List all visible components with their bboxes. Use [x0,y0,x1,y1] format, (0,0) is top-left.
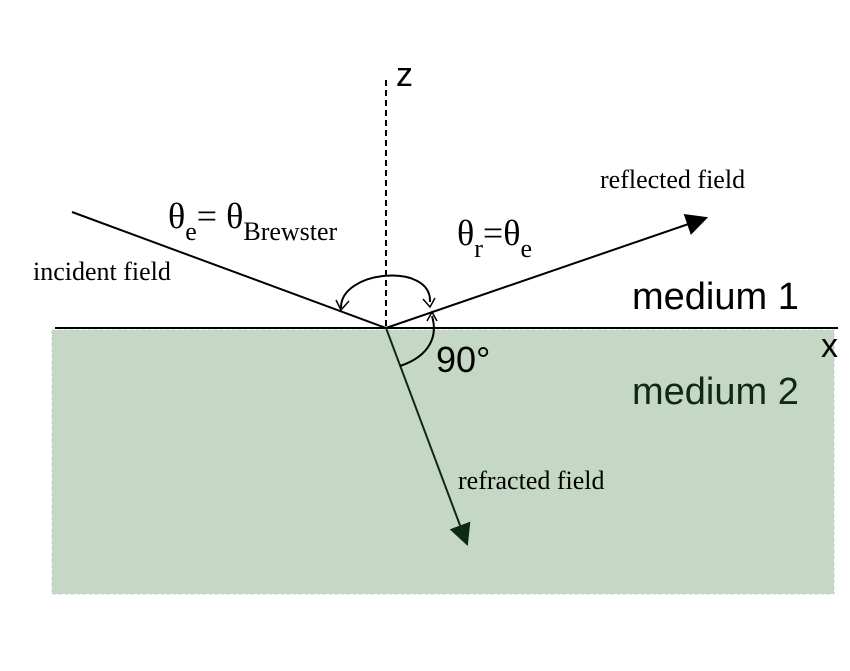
subscript-r: r [474,234,483,263]
refracted-ray [385,327,471,547]
reflected-angle-equation: θr=θe [457,213,532,263]
theta-symbol: θ [503,213,520,253]
reflected-ray [385,214,709,329]
incident-ray [71,211,387,329]
z-axis-label: z [396,56,413,94]
medium-2-region [51,329,835,595]
incident-field-label: incident field [33,257,171,286]
angle-arc-arrow-right [422,297,436,309]
right-angle-label: 90° [436,339,490,380]
angle-arc-incident-reflected [339,274,432,309]
right-angle-arc-arrow [426,310,438,322]
refracted-field-label: refracted field [458,466,605,495]
medium-1-label: medium 1 [632,276,799,318]
right-angle-arc [399,315,435,367]
angle-arc-arrow-left [335,299,350,312]
theta-symbol: θ [457,213,474,253]
incident-angle-equation: θe= θBrewster [168,196,338,246]
theta-symbol: θ [226,196,243,236]
subscript-brewster: Brewster [243,217,337,246]
subscript-e: e [185,217,197,246]
x-axis-label: x [821,327,838,365]
theta-symbol: θ [168,196,185,236]
subscript-e: e [520,234,532,263]
reflected-field-label: reflected field [600,165,745,194]
medium-2-label: medium 2 [632,371,799,413]
equals-sign: = [483,213,503,253]
equals-sign: = [197,196,226,236]
